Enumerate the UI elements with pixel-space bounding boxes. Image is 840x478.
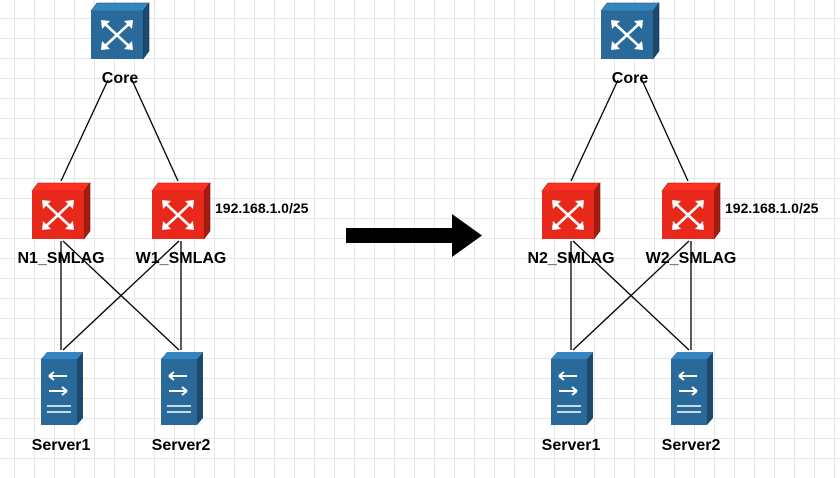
subnet-label: 192.168.1.0/25	[725, 200, 819, 216]
core-switch-icon	[600, 2, 660, 60]
core-label: Core	[611, 70, 649, 87]
switch-icon	[661, 182, 721, 240]
link-line	[572, 240, 690, 351]
server-icon	[671, 352, 713, 425]
server-label: Server2	[661, 437, 721, 454]
link-line	[570, 79, 619, 182]
server-icon	[161, 352, 203, 425]
server-label: Server1	[31, 437, 91, 454]
subnet-label: 192.168.1.0/25	[215, 200, 309, 216]
server-label: Server2	[151, 437, 211, 454]
switch-label: W2_SMLAG	[645, 250, 737, 267]
core-switch-icon	[90, 2, 150, 60]
link-group	[60, 79, 692, 351]
switch-label: N2_SMLAG	[527, 250, 615, 267]
server-icon	[551, 352, 593, 425]
switch-icon	[31, 182, 91, 240]
core-label: Core	[101, 70, 139, 87]
link-line	[62, 240, 180, 351]
switch-icon	[151, 182, 211, 240]
switch-label: W1_SMLAG	[135, 250, 227, 267]
server-icon	[41, 352, 83, 425]
link-line	[641, 79, 689, 182]
arrow-shaft	[346, 228, 454, 243]
switch-label: N1_SMLAG	[17, 250, 105, 267]
transition-arrow	[346, 214, 482, 257]
server-label: Server1	[541, 437, 601, 454]
right-arrow-icon	[452, 214, 482, 257]
link-line	[131, 79, 179, 182]
switch-icon	[541, 182, 601, 240]
link-line	[60, 79, 109, 182]
node-group	[31, 2, 721, 425]
